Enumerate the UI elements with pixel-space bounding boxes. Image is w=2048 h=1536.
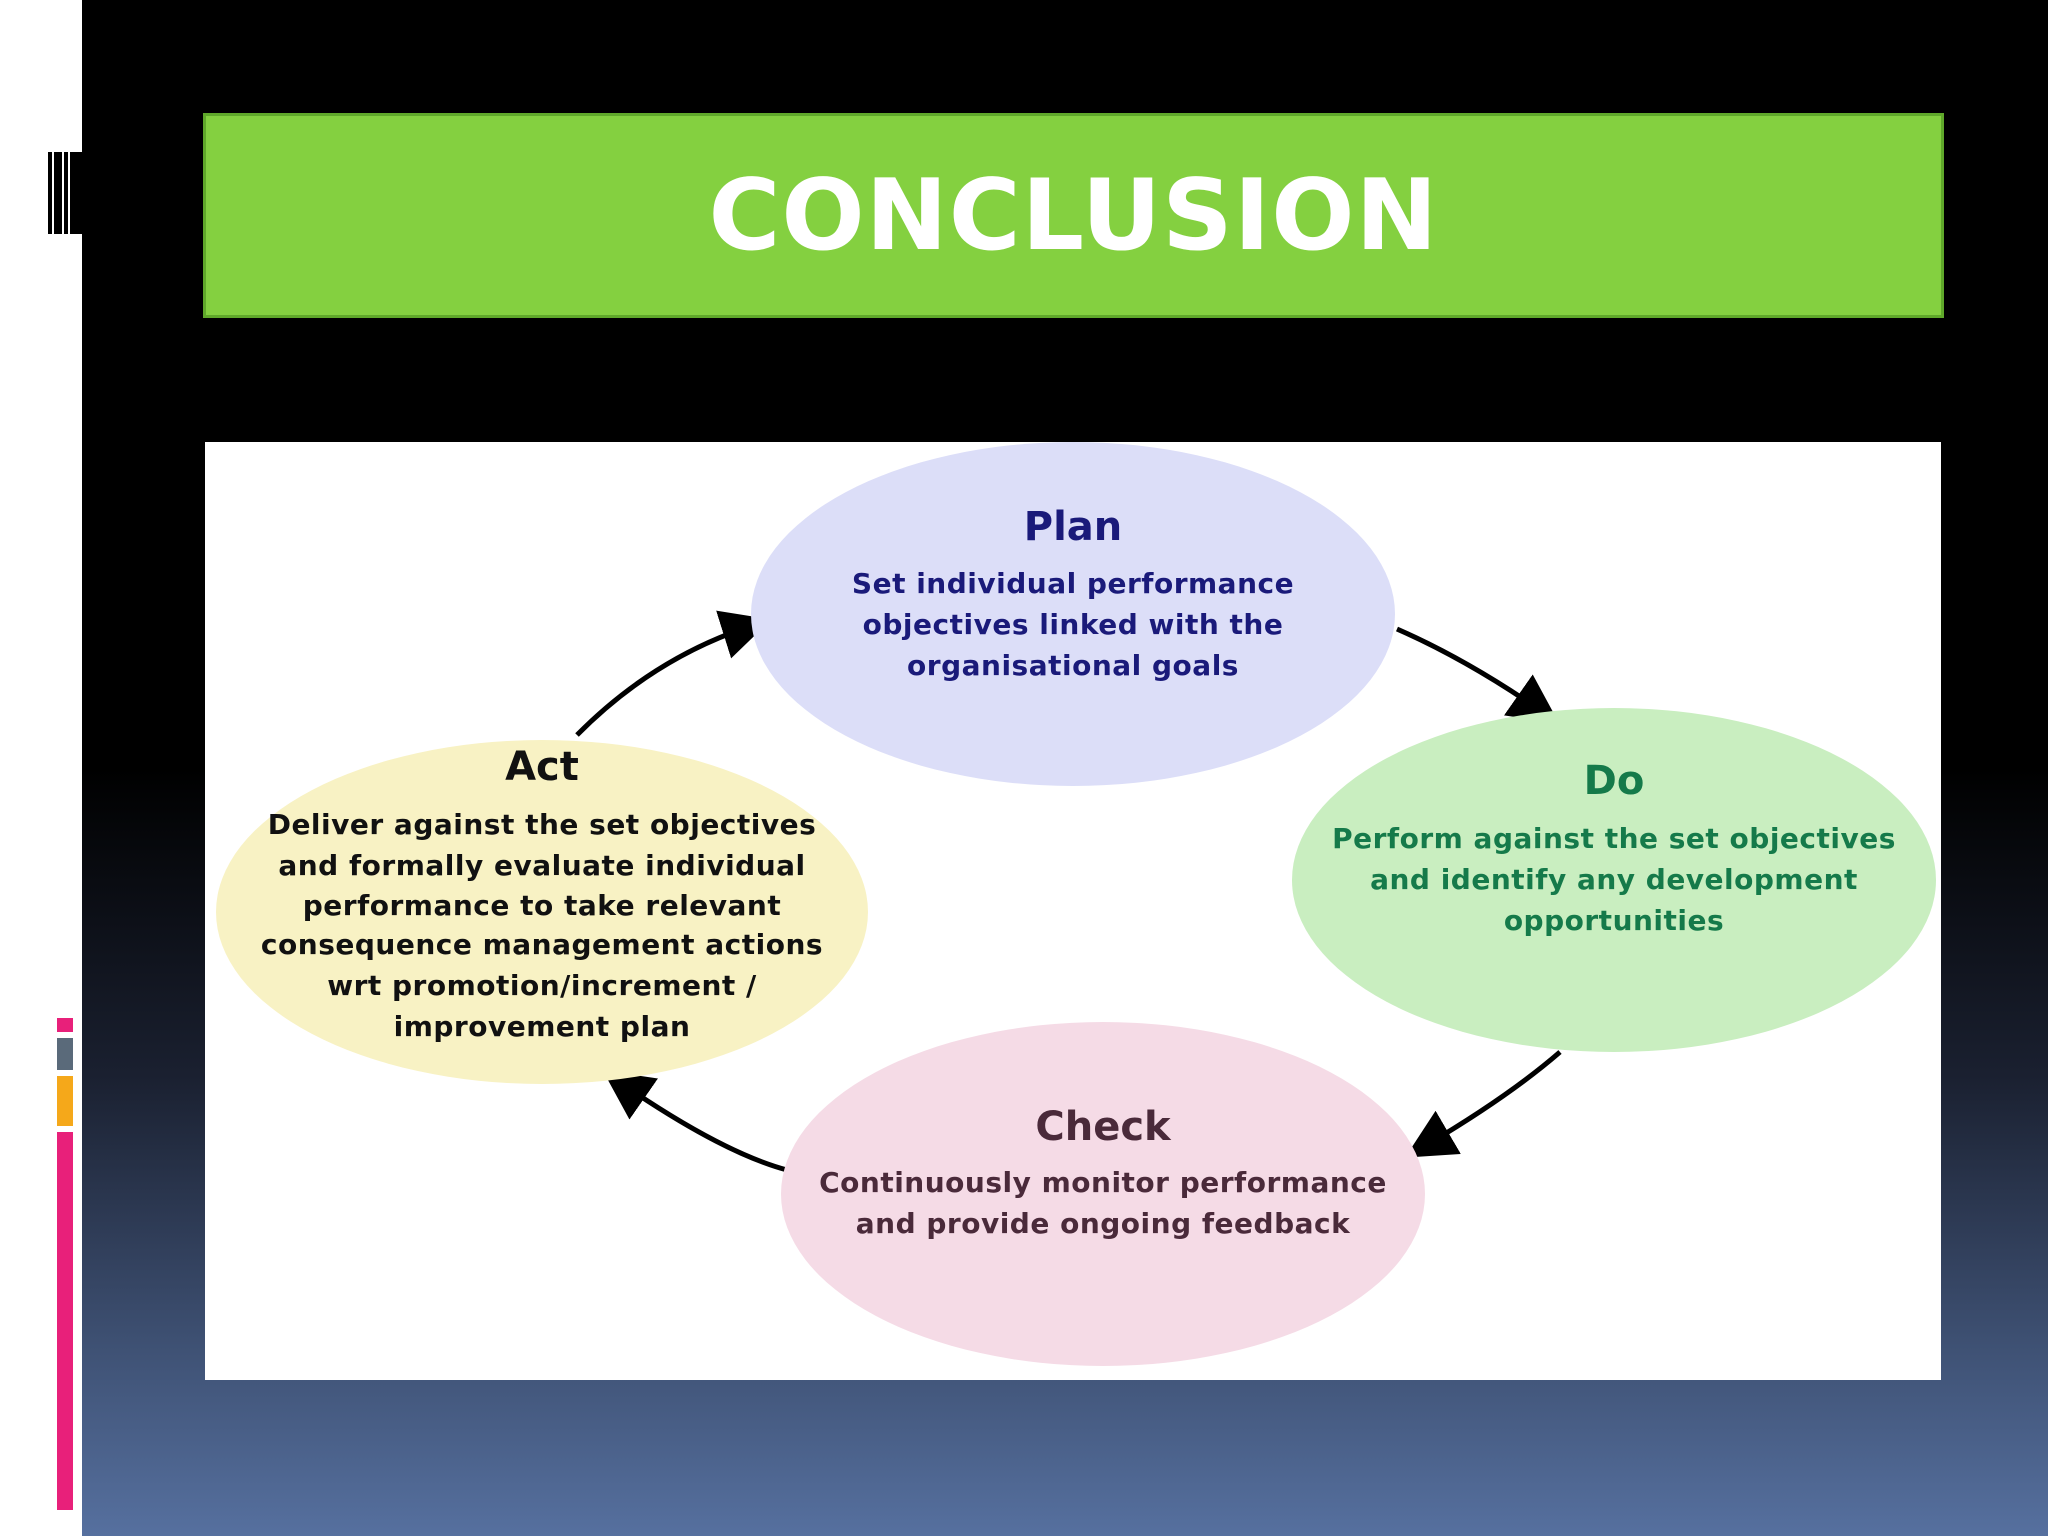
title-bar: CONCLUSION xyxy=(203,113,1944,318)
pdca-cycle-diagram: Plan Set individual performance objectiv… xyxy=(205,442,1941,1380)
do-ellipse xyxy=(1292,708,1936,1052)
accent-block-orange xyxy=(57,1076,73,1126)
act-text-line: improvement plan xyxy=(394,1010,691,1043)
arrow-plan-to-do xyxy=(1395,626,1560,724)
act-text-line: Deliver against the set objectives xyxy=(268,808,817,841)
arrow-act-to-plan xyxy=(575,610,772,737)
slide-title: CONCLUSION xyxy=(708,158,1439,273)
check-node: Check Continuously monitor performance a… xyxy=(781,1022,1425,1366)
plan-title: Plan xyxy=(1024,504,1123,550)
act-text-line: and formally evaluate individual xyxy=(278,849,805,882)
act-ellipse xyxy=(216,740,868,1084)
plan-node: Plan Set individual performance objectiv… xyxy=(751,442,1395,786)
left-decorative-strip xyxy=(0,0,82,1536)
arrow-do-to-check xyxy=(1405,1050,1562,1158)
barcode-line xyxy=(70,152,82,234)
plan-ellipse xyxy=(751,442,1395,786)
act-title: Act xyxy=(505,744,579,790)
accent-block-slate xyxy=(57,1038,73,1070)
pdca-cycle-svg: Plan Set individual performance objectiv… xyxy=(216,442,1936,1366)
check-text-line: Continuously monitor performance xyxy=(819,1166,1387,1199)
arrow-check-to-act xyxy=(602,1070,788,1173)
accent-block-pink xyxy=(57,1018,73,1032)
check-title: Check xyxy=(1035,1104,1172,1150)
barcode-line xyxy=(54,152,62,234)
do-node: Do Perform against the set objectives an… xyxy=(1292,708,1936,1052)
do-text-line: Perform against the set objectives xyxy=(1332,822,1896,855)
check-ellipse xyxy=(781,1022,1425,1366)
plan-text-line: Set individual performance xyxy=(852,567,1294,600)
act-text-line: wrt promotion/increment / xyxy=(327,969,757,1002)
barcode-line xyxy=(64,152,68,234)
plan-text-line: organisational goals xyxy=(907,649,1239,682)
barcode-line xyxy=(48,152,52,234)
act-text-line: performance to take relevant xyxy=(303,889,782,922)
accent-bar-pink xyxy=(57,1132,73,1510)
plan-text-line: objectives linked with the xyxy=(863,608,1284,641)
do-text-line: and identify any development xyxy=(1370,863,1858,896)
do-text-line: opportunities xyxy=(1504,904,1724,937)
do-title: Do xyxy=(1584,758,1645,804)
act-node: Act Deliver against the set objectives a… xyxy=(216,740,868,1084)
act-text-line: consequence management actions xyxy=(261,928,823,961)
check-text-line: and provide ongoing feedback xyxy=(856,1207,1351,1240)
